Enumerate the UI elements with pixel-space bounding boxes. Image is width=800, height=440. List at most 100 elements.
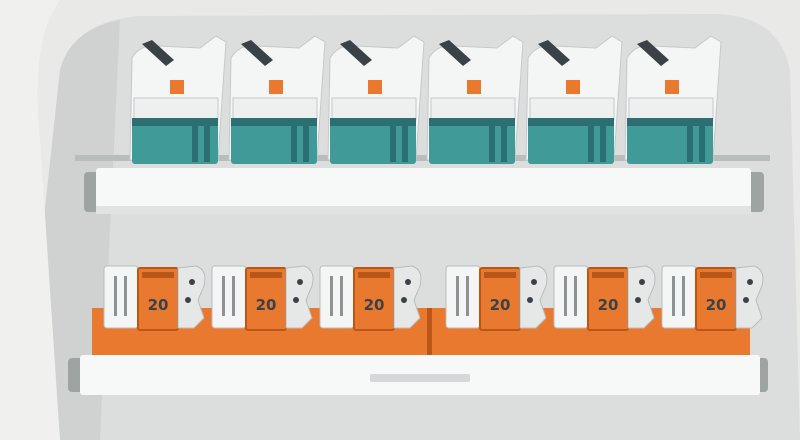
unit-dark-arm [142,40,174,66]
top-shelf [75,155,770,214]
module-vent-b [124,276,127,316]
unit-mid-plate [331,97,417,121]
module-label: 20 [364,296,385,314]
unit-orange-indicator [665,80,679,94]
unit-dark-arm [538,40,570,66]
unit-teal-slot-b [402,120,408,162]
unit-mid-plate [529,97,615,121]
module-clip-hole-a [531,279,537,285]
bottom-module: 20 [103,265,206,331]
top-shelf-underside [96,206,751,214]
unit-teal-top-edge [627,118,713,126]
orange-tray-divider [427,308,432,356]
module-label: 20 [490,296,511,314]
unit-teal-top-edge [231,118,317,126]
unit-dark-arm [241,40,273,66]
unit-teal-slot-b [699,120,705,162]
module-side-clip [627,265,656,329]
top-unit [426,35,524,164]
bottom-shelf-handle [370,374,470,382]
module-vent-b [466,276,469,316]
unit-teal-slot-a [390,120,396,162]
module-vent-a [114,276,117,316]
module-clip-hole-a [189,279,195,285]
module-side-clip [735,265,764,329]
module-clip-hole-a [747,279,753,285]
module-clip-hole-b [635,297,641,303]
top-unit [525,35,623,164]
unit-teal-slot-a [291,120,297,162]
module-white-housing [553,265,589,329]
unit-dark-arm [637,40,669,66]
unit-orange-indicator [170,80,184,94]
unit-mid-plate [430,97,516,121]
module-vent-a [672,276,675,316]
unit-orange-indicator [467,80,481,94]
module-label: 20 [598,296,619,314]
module-side-clip [393,265,422,329]
module-orange-top [700,272,732,278]
module-side-clip [285,265,314,329]
bottom-shelf [68,308,768,395]
bottom-module: 20 [553,265,656,331]
module-white-housing [661,265,697,329]
module-white-housing [445,265,481,329]
module-orange-top [250,272,282,278]
module-vent-b [340,276,343,316]
top-unit [129,35,227,164]
module-clip-hole-a [297,279,303,285]
module-side-clip [519,265,548,329]
bottom-module: 20 [661,265,764,331]
module-white-housing [103,265,139,329]
unit-teal-slot-b [204,120,210,162]
module-orange-top [592,272,624,278]
unit-mid-plate [232,97,318,121]
top-unit [327,35,425,164]
module-orange-top [142,272,174,278]
module-clip-hole-b [743,297,749,303]
unit-dark-arm [439,40,471,66]
module-label: 20 [706,296,727,314]
unit-orange-indicator [566,80,580,94]
bottom-modules-group: 20 20 20 20 20 20 [103,265,764,331]
module-vent-a [456,276,459,316]
top-units-group [129,35,722,164]
module-white-housing [211,265,247,329]
unit-teal-top-edge [528,118,614,126]
module-vent-b [682,276,685,316]
unit-teal-slot-b [501,120,507,162]
module-orange-top [358,272,390,278]
top-shelf-board [96,168,751,208]
unit-mid-plate [628,97,714,121]
unit-orange-indicator [269,80,283,94]
unit-teal-slot-a [687,120,693,162]
module-clip-hole-b [401,297,407,303]
module-clip-hole-b [185,297,191,303]
unit-dark-arm [340,40,372,66]
top-shelf-rail [75,155,770,161]
module-vent-b [232,276,235,316]
module-side-clip [177,265,206,329]
cabinet-left-wall-shade [0,0,60,440]
top-unit [228,35,326,164]
module-clip-hole-b [527,297,533,303]
module-vent-a [564,276,567,316]
unit-teal-slot-a [489,120,495,162]
unit-teal-top-edge [330,118,416,126]
module-label: 20 [148,296,169,314]
top-unit [624,35,722,164]
module-vent-a [222,276,225,316]
unit-orange-indicator [368,80,382,94]
unit-mid-plate [133,97,219,121]
unit-teal-slot-a [192,120,198,162]
module-vent-b [574,276,577,316]
module-white-housing [319,265,355,329]
module-clip-hole-a [405,279,411,285]
module-vent-a [330,276,333,316]
unit-teal-slot-a [588,120,594,162]
unit-teal-top-edge [132,118,218,126]
module-orange-top [484,272,516,278]
module-label: 20 [256,296,277,314]
bottom-module: 20 [319,265,422,331]
